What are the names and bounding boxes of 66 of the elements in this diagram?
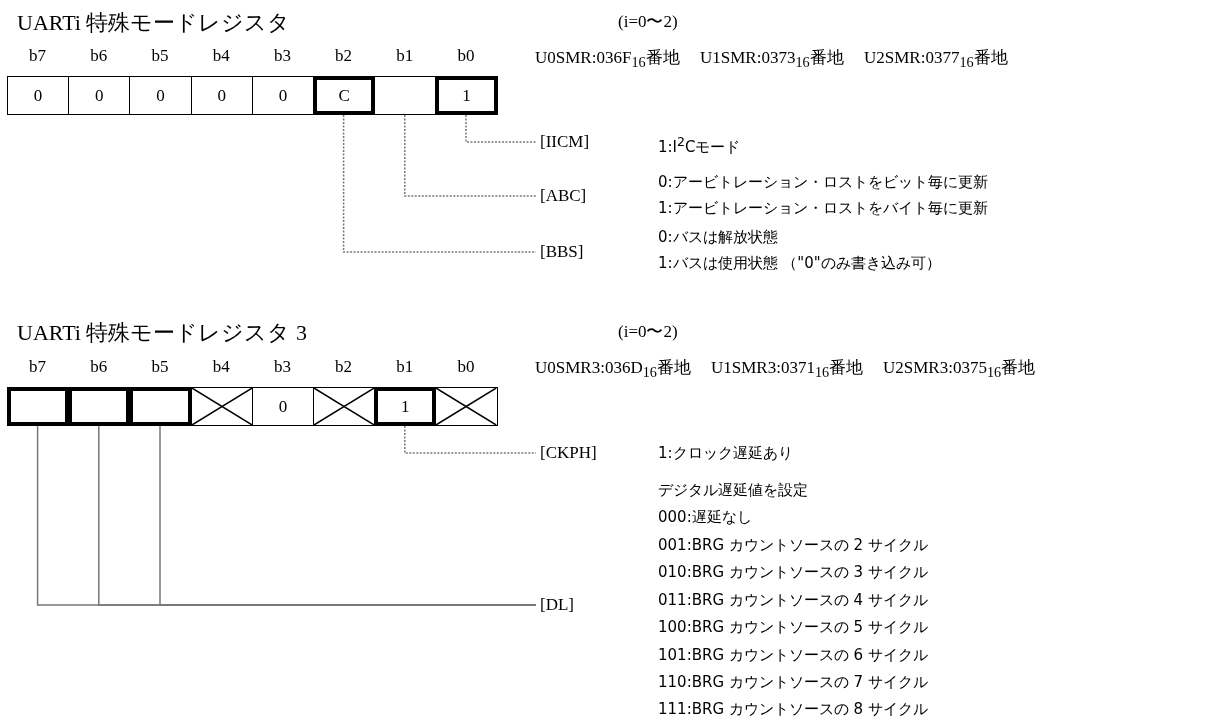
bit-number: b7 xyxy=(28,357,48,377)
setting-description: 0:バスは解放状態 xyxy=(658,227,778,247)
bit-number: b3 xyxy=(272,46,292,66)
register-bit-cell: 0 xyxy=(7,76,70,115)
bit-number: b6 xyxy=(89,357,109,377)
setting-description: 000:遅延なし xyxy=(658,507,752,527)
register-bit-cell xyxy=(129,387,192,426)
bit-number: b6 xyxy=(89,46,109,66)
register-title: UARTi 特殊モードレジスタ xyxy=(17,10,291,36)
register-bit-cell: 0 xyxy=(129,76,192,115)
index-range-note: (i=0〜2) xyxy=(618,322,678,342)
address-text: U0SMR3:036D$_{16}$番地 xyxy=(535,358,691,383)
register-bit-cell xyxy=(374,76,437,115)
setting-description: 001:BRG カウントソースの 2 サイクル xyxy=(658,535,928,555)
leader-line xyxy=(465,114,537,143)
bit-number: b5 xyxy=(150,357,170,377)
bit-number: b0 xyxy=(456,46,476,66)
setting-description: 110:BRG カウントソースの 7 サイクル xyxy=(658,672,928,692)
address-text: U1SMR:0373$_{16}$番地 xyxy=(700,48,844,73)
bit-number: b0 xyxy=(456,357,476,377)
field-name: [BBS] xyxy=(540,242,584,262)
field-name: [IICM] xyxy=(540,132,590,152)
leader-line xyxy=(342,114,537,253)
register-bit-cell: 0 xyxy=(251,387,314,426)
setting-description: 101:BRG カウントソースの 6 サイクル xyxy=(658,645,928,665)
setting-description: 010:BRG カウントソースの 3 サイクル xyxy=(658,562,928,582)
setting-description: 1:バスは使用状態 （"0"のみ書き込み可） xyxy=(658,253,941,273)
bit-number: b2 xyxy=(334,46,354,66)
leader-line xyxy=(404,425,537,454)
register-bit-cell: 0 xyxy=(251,76,314,115)
index-range-note: (i=0〜2) xyxy=(618,12,678,32)
register-bit-cell: 0 xyxy=(68,76,131,115)
leader-line xyxy=(404,114,537,197)
register-bit-cell: 1 xyxy=(435,76,498,115)
address-text: U2SMR:0377$_{16}$番地 xyxy=(864,48,1008,73)
field-name: [CKPH] xyxy=(540,443,597,463)
address-text: U2SMR3:0375$_{16}$番地 xyxy=(883,358,1036,383)
setting-description: 1:クロック遅延あり xyxy=(658,443,793,463)
setting-description: 011:BRG カウントソースの 4 サイクル xyxy=(658,590,928,610)
register-bit-cell xyxy=(7,387,70,426)
reserved-bit-cell xyxy=(313,387,376,426)
bit-number: b4 xyxy=(211,46,231,66)
setting-description: 1:I$^{2}$Cモード xyxy=(658,133,741,157)
bit-number: b5 xyxy=(150,46,170,66)
bit-number: b7 xyxy=(28,46,48,66)
field-name: [ABC] xyxy=(540,186,587,206)
reserved-bit-cell xyxy=(435,387,498,426)
section-heading: デジタル遅延値を設定 xyxy=(658,480,808,500)
field-name: [DL] xyxy=(540,595,574,615)
bit-number: b1 xyxy=(395,46,415,66)
register-bit-cell: C xyxy=(313,76,376,115)
bit-number: b4 xyxy=(211,357,231,377)
address-text: U1SMR3:0371$_{16}$番地 xyxy=(711,358,864,383)
setting-description: 100:BRG カウントソースの 5 サイクル xyxy=(658,617,928,637)
reserved-bit-cell xyxy=(190,387,253,426)
setting-description: 1:アービトレーション・ロストをバイト毎に更新 xyxy=(658,198,988,218)
bit-number: b3 xyxy=(272,357,292,377)
bit-number: b2 xyxy=(334,357,354,377)
address-text: U0SMR:036F$_{16}$番地 xyxy=(535,48,680,73)
setting-description: 0:アービトレーション・ロストをビット毎に更新 xyxy=(658,172,988,192)
setting-description: 111:BRG カウントソースの 8 サイクル xyxy=(658,699,928,719)
register-bit-cell: 0 xyxy=(190,76,253,115)
register-bit-cell: 1 xyxy=(374,387,437,426)
register-title: UARTi 特殊モードレジスタ 3 xyxy=(17,320,307,346)
bit-number: b1 xyxy=(395,357,415,377)
register-bit-cell xyxy=(68,387,131,426)
